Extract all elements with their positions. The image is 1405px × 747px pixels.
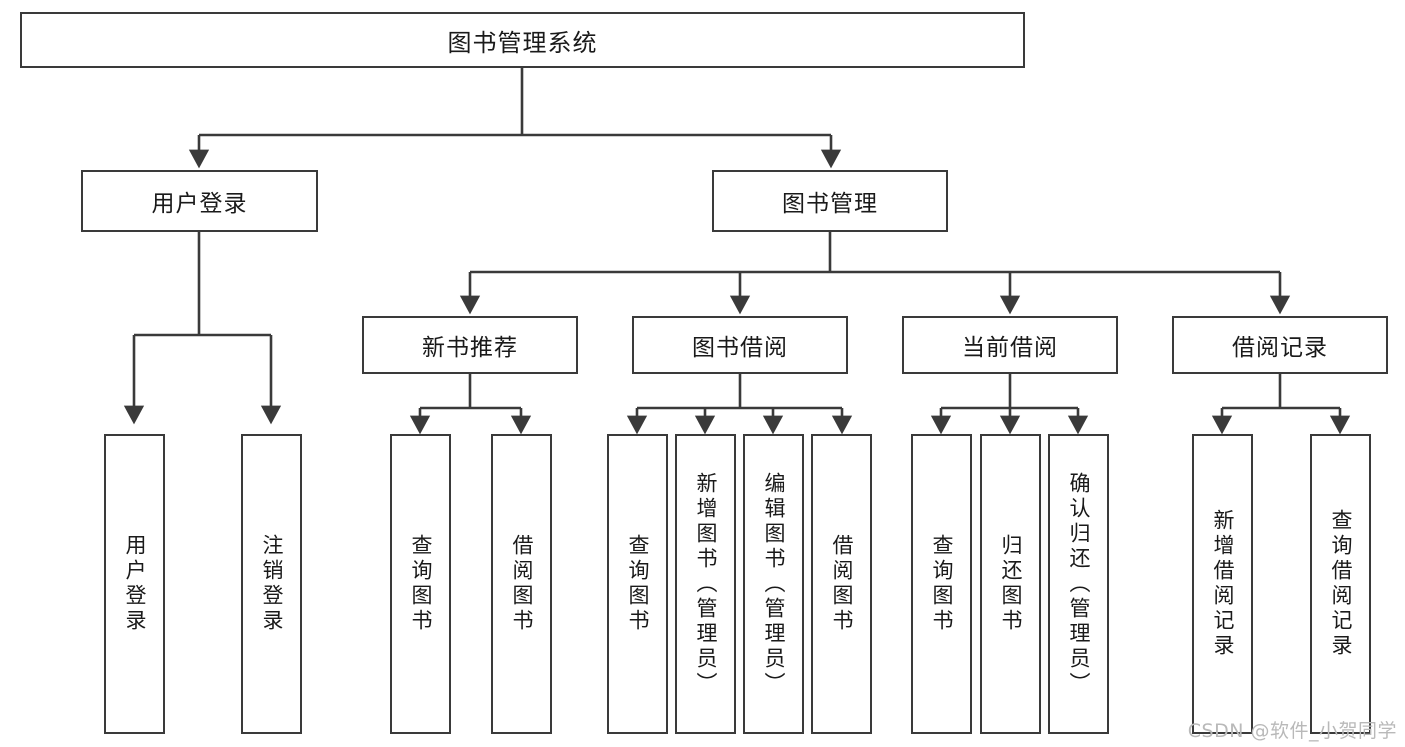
leaf-label: 注销登录	[260, 534, 284, 634]
leaf-label: 借阅图书	[830, 534, 854, 634]
leaf-label: 查询图书	[409, 534, 433, 634]
node-label: 借阅记录	[1232, 335, 1328, 361]
leaf-label: 新增借阅记录	[1211, 509, 1235, 659]
node-label: 当前借阅	[962, 335, 1058, 361]
leaf-return-book[interactable]: 归还图书	[980, 434, 1041, 734]
node-user-login[interactable]: 用户登录	[81, 170, 318, 232]
leaf-query-borrow-record[interactable]: 查询借阅记录	[1310, 434, 1371, 734]
node-book-manage[interactable]: 图书管理	[712, 170, 948, 232]
leaf-label: 查询图书	[626, 534, 650, 634]
leaf-label: 查询图书	[930, 534, 954, 634]
leaf-query-book-borrow[interactable]: 查询图书	[607, 434, 668, 734]
leaf-query-book-current[interactable]: 查询图书	[911, 434, 972, 734]
leaf-label: 借阅图书	[510, 534, 534, 634]
node-label: 图书管理	[782, 191, 878, 217]
leaf-logout[interactable]: 注销登录	[241, 434, 302, 734]
node-current-borrow[interactable]: 当前借阅	[902, 316, 1118, 374]
leaf-query-book-newbook[interactable]: 查询图书	[390, 434, 451, 734]
node-label: 图书管理系统	[447, 28, 598, 57]
leaf-confirm-return-admin[interactable]: 确认归还（管理员）	[1048, 434, 1109, 734]
node-book-borrow[interactable]: 图书借阅	[632, 316, 848, 374]
node-label: 图书借阅	[692, 335, 788, 361]
node-label: 用户登录	[151, 191, 248, 217]
leaf-label: 编辑图书（管理员）	[762, 471, 786, 697]
node-root-system[interactable]: 图书管理系统	[20, 12, 1025, 68]
node-borrow-record[interactable]: 借阅记录	[1172, 316, 1388, 374]
leaf-borrow-book-borrow[interactable]: 借阅图书	[811, 434, 872, 734]
leaf-label: 确认归还（管理员）	[1067, 471, 1091, 697]
leaf-label: 归还图书	[999, 534, 1023, 634]
leaf-label: 用户登录	[123, 534, 147, 634]
leaf-add-book-admin[interactable]: 新增图书（管理员）	[675, 434, 736, 734]
leaf-add-borrow-record[interactable]: 新增借阅记录	[1192, 434, 1253, 734]
leaf-edit-book-admin[interactable]: 编辑图书（管理员）	[743, 434, 804, 734]
leaf-borrow-book-newbook[interactable]: 借阅图书	[491, 434, 552, 734]
leaf-label: 查询借阅记录	[1329, 509, 1353, 659]
leaf-label: 新增图书（管理员）	[694, 471, 718, 697]
node-new-book-recommend[interactable]: 新书推荐	[362, 316, 578, 374]
node-label: 新书推荐	[422, 335, 518, 361]
leaf-user-login[interactable]: 用户登录	[104, 434, 165, 734]
